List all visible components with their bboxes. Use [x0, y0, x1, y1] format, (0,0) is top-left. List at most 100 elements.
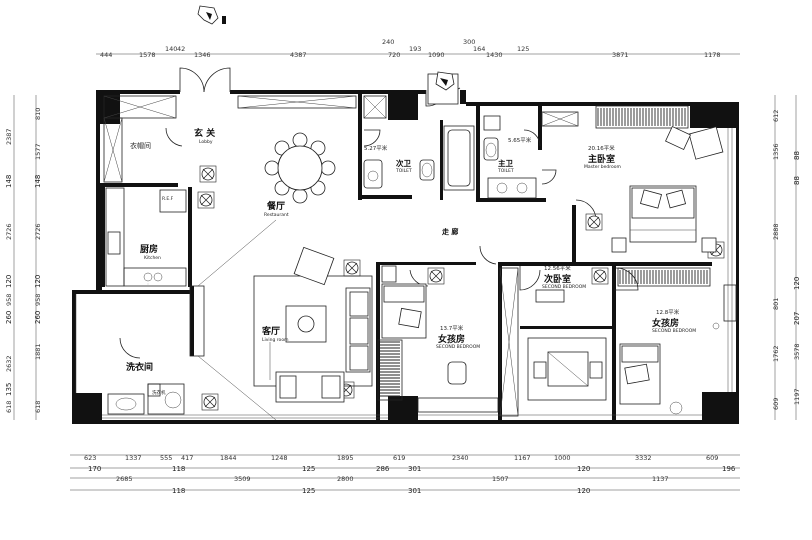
dim-bottom4-3: 301 [408, 487, 421, 495]
room-master-toilet-label: 主卫 [498, 158, 513, 168]
room-entrance-sub: Lobby [199, 139, 213, 145]
room-dining-label: 餐厅 [266, 200, 285, 212]
dim-bottom1-3: 555 [160, 454, 172, 462]
room-second-bedroom-label: 次卧室 [544, 273, 571, 285]
dim-bottom3-3: 2800 [337, 475, 354, 483]
room-master-bedroom-sub: Master bedroom [584, 164, 621, 170]
room-corridor-label: 走 廊 [442, 227, 458, 236]
room-cloakroom-label: 衣帽间 [130, 141, 151, 150]
ceiling-light-icon [199, 165, 217, 183]
room-kitchen-sub: Kitchen [144, 255, 161, 261]
master-bed [611, 125, 724, 253]
room-second-bedroom-sub: SECOND BEDROOM [542, 284, 586, 290]
dim-bottom2-1: 170 [88, 465, 101, 473]
dim-left-outer-6: 260 [5, 311, 13, 324]
dim-bottom1-13: 609 [706, 454, 718, 462]
dim-right-outer-1: 88 [793, 151, 801, 160]
bathroom-fixtures [363, 115, 537, 199]
dim-bottom1-2: 1337 [125, 454, 142, 462]
room-master-toilet-sub: TOILET [497, 168, 514, 174]
fridge-label: R.E.F [162, 196, 174, 202]
dim-right-inner-1: 612 [772, 110, 780, 122]
room-kitchen-label: 厨房 [140, 243, 158, 255]
closet-stripes [380, 108, 708, 397]
room-guest-toilet-label: 次卫 [396, 158, 411, 168]
closets [377, 105, 711, 401]
dim-top-13: 1430 [486, 51, 503, 59]
ceiling-light-icon [591, 267, 609, 285]
door-mascot-icon [427, 71, 459, 105]
dim-right-outer-5: 3578 [793, 343, 801, 360]
dim-top-2: 1578 [139, 51, 156, 59]
room-laundry-label: 洗衣间 [126, 361, 153, 373]
room-master-bedroom-label: 主卧室 [588, 153, 615, 165]
ceiling-light-icon [197, 191, 215, 209]
dim-left-outer-7: 2632 [5, 355, 13, 372]
ceiling-light-icon [201, 393, 219, 411]
dim-top-5: 1346 [194, 51, 211, 59]
dim-bottom1-1: 623 [84, 454, 96, 462]
dim-top-6: 4387 [290, 51, 307, 59]
dim-top-4: 42 [177, 45, 185, 53]
dim-bottom3-4: 1507 [492, 475, 509, 483]
dim-bottom4-4: 120 [577, 487, 590, 495]
dim-left-inner-4: 2726 [34, 223, 42, 240]
dim-top-9: 193 [409, 45, 421, 53]
dim-left-inner-3: 148 [34, 175, 42, 188]
dim-top-14: 125 [517, 45, 529, 53]
room-girl-1-label: 女孩房 [438, 333, 465, 345]
living-room-furniture [197, 219, 373, 421]
dim-top-11: 300 [463, 38, 475, 46]
room-dining-sub: Restaurant [264, 212, 289, 218]
girl-room-2-area: 12.8平米 [656, 308, 680, 316]
room-entrance-label: 玄 关 [194, 127, 215, 139]
dim-left-outer-8: 135 [5, 383, 13, 396]
master-bedroom-area: 20.16平米 [588, 144, 615, 152]
dim-bottom2-6: 120 [577, 465, 590, 473]
dim-right-outer-3: 120 [793, 277, 801, 290]
dim-bottom1-8: 619 [393, 454, 405, 462]
dim-right-outer-6: 1197 [793, 388, 801, 405]
dim-bottom1-12: 3332 [635, 454, 652, 462]
girl-room-2-bed [619, 322, 720, 415]
dim-left-outer-1: 2387 [5, 128, 13, 145]
dim-right-outer-2: 88 [793, 176, 801, 185]
dim-bottom1-6: 1248 [271, 454, 288, 462]
dim-top-16: 1178 [704, 51, 721, 59]
room-living-label: 客厅 [261, 325, 280, 337]
dim-left-inner-7: 260 [34, 311, 42, 324]
dim-left-outer-2: 148 [5, 175, 13, 188]
dim-top-7: 240 [382, 38, 394, 46]
dim-right-inner-2: 1356 [772, 143, 780, 160]
dim-bottom1-9: 2340 [452, 454, 469, 462]
dim-bottom2-7: 196 [722, 465, 736, 473]
dim-left-inner-9: 618 [34, 401, 42, 413]
second-bedroom-furniture [527, 289, 607, 401]
dim-bottom4-1: 118 [172, 487, 185, 495]
dim-bottom1-5: 1844 [220, 454, 237, 462]
room-girl-2-label: 女孩房 [652, 317, 679, 329]
dim-bottom4-2: 125 [302, 487, 315, 495]
dim-bottom1-10: 1167 [514, 454, 531, 462]
dim-top-12: 164 [473, 45, 485, 53]
dim-right-inner-4: 801 [772, 298, 780, 310]
cabinetry [103, 95, 579, 417]
dim-left-inner-8: 1881 [34, 343, 42, 360]
room-girl-2-sub: SECOND BEDROOM [652, 328, 696, 334]
dim-bottom3-5: 1137 [652, 475, 669, 483]
kitchen-fixtures [105, 187, 187, 287]
dim-bottom1-7: 1895 [337, 454, 354, 462]
dim-right-inner-3: 2888 [772, 223, 780, 240]
dim-right-outer-4: 207 [793, 312, 801, 325]
dim-left-outer-5: 958 [5, 294, 13, 306]
dim-bottom2-2: 118 [172, 465, 185, 473]
girl-room-1-bed [381, 265, 499, 413]
dim-bottom3-1: 2685 [116, 475, 133, 483]
ceiling-light-icon [343, 259, 361, 277]
dim-left-inner-1: 810 [34, 108, 42, 120]
washer-label: 洗衣机 [152, 389, 166, 396]
dim-top-1: 444 [100, 51, 112, 59]
second-bedroom-area: 12.56平米 [544, 264, 571, 272]
dim-bottom2-5: 301 [408, 465, 421, 473]
